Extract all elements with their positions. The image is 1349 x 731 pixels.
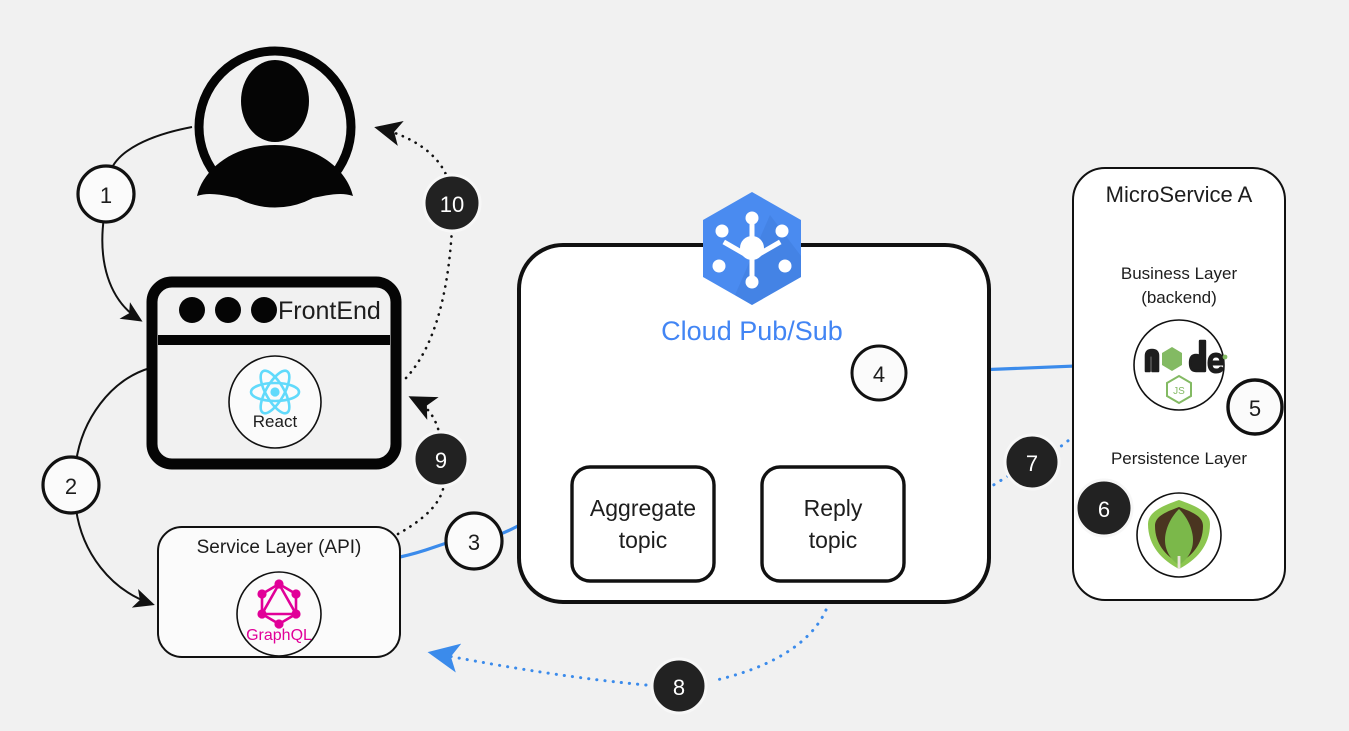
flow-2-path (75, 367, 151, 463)
aggregate-topic-line1: Aggregate (590, 495, 696, 521)
user-avatar[interactable] (194, 46, 356, 208)
badge-9-label: 9 (435, 448, 447, 473)
reply-topic-box[interactable]: Reply topic (760, 465, 906, 583)
pubsub-title: Cloud Pub/Sub (661, 316, 843, 346)
pubsub-container[interactable]: Cloud Pub/Sub Aggregate topic Reply topi… (517, 192, 991, 604)
flow-1-path-b (101, 216, 143, 322)
mongodb-logo[interactable] (1136, 492, 1222, 578)
badge-7-label: 7 (1026, 451, 1038, 476)
flow-10-path-b (374, 121, 450, 182)
user-silhouette-icon (197, 60, 353, 203)
service-layer-title: Service Layer (API) (197, 537, 362, 558)
business-layer-label-line1: Business Layer (1121, 264, 1238, 283)
badge-4-label: 4 (873, 362, 885, 387)
nodejs-logo: JS (1133, 319, 1228, 411)
badge-2-label: 2 (65, 474, 77, 499)
react-label: React (253, 412, 298, 431)
graphql-label: GraphQL (246, 627, 312, 644)
microservice-title: MicroService A (1106, 182, 1253, 207)
badge-7[interactable]: 7 (1003, 433, 1061, 491)
badge-10[interactable]: 10 (422, 173, 482, 233)
badge-9[interactable]: 9 (412, 430, 470, 488)
graphql-logo: GraphQL (236, 571, 322, 657)
badge-2[interactable]: 2 (41, 455, 101, 515)
reply-topic-line1: Reply (804, 495, 863, 521)
frontend-window[interactable]: FrontEnd React (146, 276, 402, 470)
graphql-icon (257, 579, 301, 629)
badge-3[interactable]: 3 (444, 511, 504, 571)
badge-3-label: 3 (468, 530, 480, 555)
nodejs-icon: JS (1144, 339, 1228, 405)
flow-2-path-b (75, 508, 155, 608)
aggregate-topic-line2: topic (619, 527, 668, 553)
frontend-title: FrontEnd (278, 297, 381, 325)
badge-6-label: 6 (1098, 497, 1110, 522)
badge-4[interactable]: 4 (850, 344, 908, 402)
reply-topic-line2: topic (809, 527, 858, 553)
react-logo: React (228, 355, 322, 449)
persistence-layer-label: Persistence Layer (1111, 449, 1247, 468)
badge-6[interactable]: 6 (1074, 478, 1134, 538)
flow-1-path (109, 126, 193, 173)
react-atom-icon (249, 369, 301, 415)
badge-5-label: 5 (1249, 396, 1261, 421)
badge-1-label: 1 (100, 183, 112, 208)
service-layer-box[interactable]: Service Layer (API) GraphQL (157, 526, 401, 658)
badge-1[interactable]: 1 (76, 164, 136, 224)
badge-10-label: 10 (440, 192, 464, 217)
window-dots-icon (179, 297, 277, 323)
badge-8-label: 8 (673, 675, 685, 700)
business-layer-label-line2: (backend) (1141, 288, 1217, 307)
aggregate-topic-box[interactable]: Aggregate topic (570, 465, 716, 583)
badge-8[interactable]: 8 (650, 657, 708, 715)
mongodb-leaf-icon (1148, 500, 1210, 569)
flow-9-path (396, 482, 446, 536)
pubsub-hexagon-icon (703, 192, 801, 305)
badge-5[interactable]: 5 (1226, 378, 1284, 436)
flow-10-path (404, 226, 454, 380)
nodejs-badge-label: JS (1173, 386, 1185, 397)
